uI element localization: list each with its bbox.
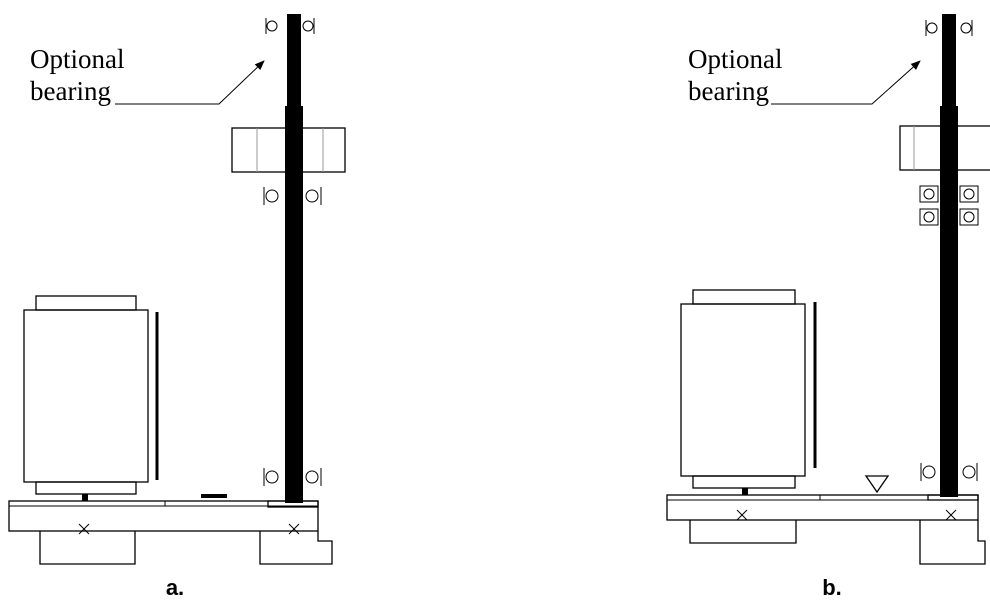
optional-bearing-label-line1-b: Optional	[688, 44, 783, 74]
panel-b: Optional bearing	[666, 14, 990, 600]
leader-arrow-b	[771, 60, 921, 105]
optional-bearing-top-b	[925, 20, 973, 36]
optional-bearing-top-a	[265, 18, 315, 34]
vertical-shaft-a	[285, 14, 303, 503]
motor-b	[680, 289, 817, 495]
upper-pulley-a	[231, 127, 346, 173]
caption-a: a.	[166, 575, 184, 600]
base-plate-b	[666, 494, 979, 521]
optional-bearing-label-line1-a: Optional	[30, 44, 125, 74]
caption-b: b.	[822, 575, 842, 600]
support-block-right-b	[919, 520, 986, 565]
support-block-right-a	[259, 531, 333, 565]
optional-bearing-label-line2-b: bearing	[688, 76, 769, 106]
support-block-left-b	[689, 520, 797, 544]
bearing-bottom-b	[920, 463, 978, 481]
panel-a: Optional bearing	[8, 14, 346, 600]
motor-a	[23, 295, 159, 501]
bearing-middle-a	[263, 187, 322, 205]
support-block-left-a	[39, 531, 136, 565]
belt-marker-b	[864, 475, 890, 494]
belt-marker-a	[201, 494, 227, 498]
leader-arrow-a	[115, 60, 265, 105]
vertical-shaft-b	[940, 14, 958, 497]
base-plate-a	[8, 500, 319, 535]
bearing-middle-b	[919, 185, 979, 226]
upper-pulley-b	[899, 125, 990, 171]
optional-bearing-label-line2-a: bearing	[30, 76, 111, 106]
bearing-bottom-a	[263, 468, 322, 486]
